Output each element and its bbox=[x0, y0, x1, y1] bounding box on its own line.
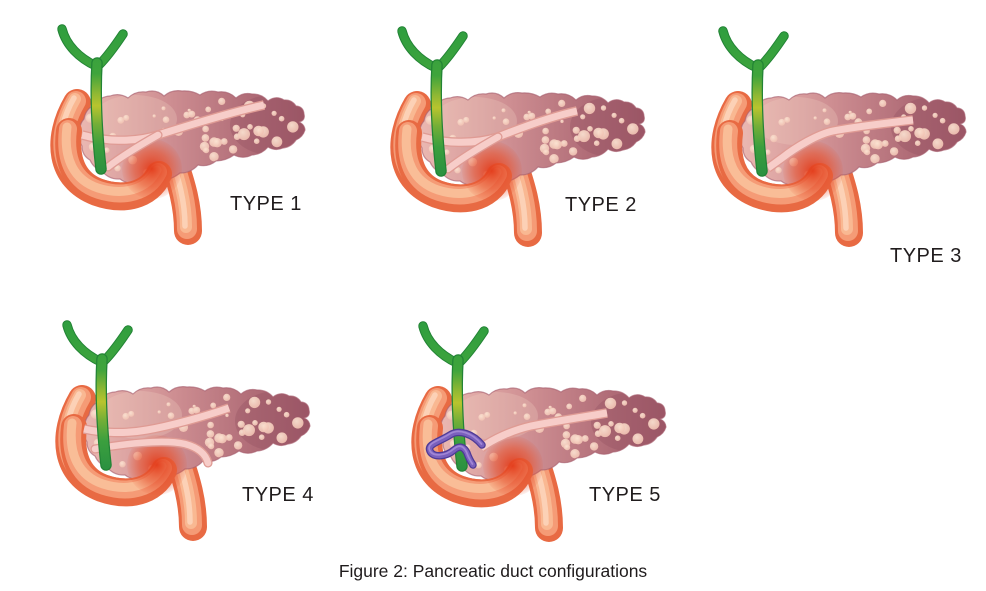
panel-type-3: TYPE 3 bbox=[661, 3, 986, 267]
panel-label: TYPE 2 bbox=[565, 194, 637, 216]
pancreas-illustration-type-5 bbox=[411, 321, 667, 542]
panel-type-2: TYPE 2 bbox=[340, 3, 670, 263]
panel-type-5: TYPE 5 bbox=[361, 298, 691, 558]
pancreas-illustration-type-4 bbox=[55, 320, 311, 541]
panel-label: TYPE 3 bbox=[890, 245, 962, 267]
panel-label: TYPE 1 bbox=[230, 193, 302, 215]
panel-label: TYPE 4 bbox=[242, 484, 314, 506]
figure-caption: Figure 2: Pancreatic duct configurations bbox=[338, 561, 648, 581]
panel-type-4: TYPE 4 bbox=[5, 297, 335, 557]
pancreas-illustration-type-1 bbox=[50, 24, 306, 245]
panel-label: TYPE 5 bbox=[589, 484, 661, 506]
pancreas-illustration-type-2 bbox=[390, 26, 646, 247]
panel-type-1: TYPE 1 bbox=[0, 1, 330, 261]
pancreas-illustration-type-3 bbox=[711, 26, 967, 247]
